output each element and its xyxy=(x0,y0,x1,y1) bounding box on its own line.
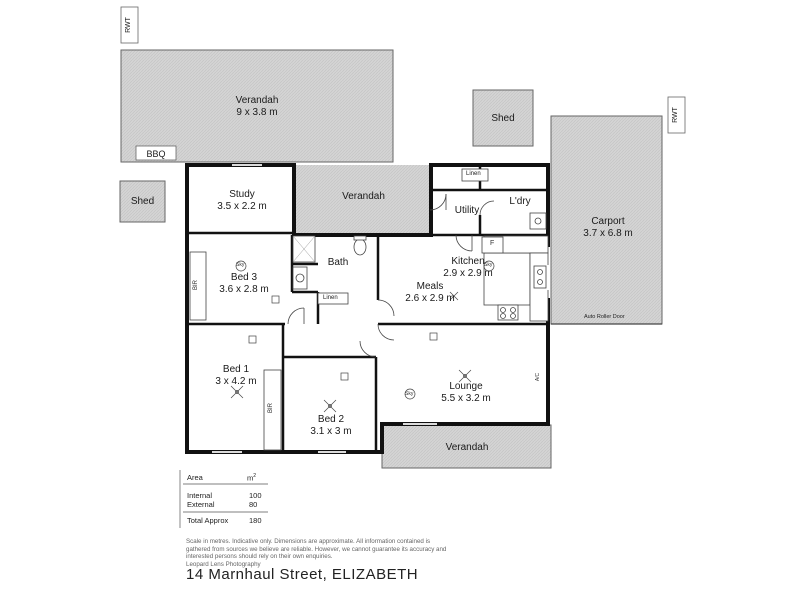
room-size: 9 x 3.8 m xyxy=(236,107,278,118)
bbq-box xyxy=(135,145,177,161)
area-row-internal-value: 100 xyxy=(249,491,262,500)
shed-left-label: Shed xyxy=(130,196,155,207)
rwt-right-box xyxy=(667,96,686,134)
room-name: Study xyxy=(229,189,255,200)
verandah-mid-area xyxy=(294,165,431,235)
area-unit-sup: 2 xyxy=(253,473,257,479)
auto-door-label: Auto Roller Door xyxy=(584,314,625,320)
linen-top-box xyxy=(461,168,489,182)
room-size: 3.5 x 2.2 m xyxy=(217,201,267,212)
area-table-lines xyxy=(179,470,268,528)
area-total-label: Total Approx xyxy=(187,516,229,525)
bir-bed1 xyxy=(263,369,282,451)
shed-right-label: Shed xyxy=(491,113,515,124)
bed3-label: Bed 3 3.6 x 2.8 m xyxy=(206,272,282,296)
meals-label: Meals 2.6 x 2.9 m xyxy=(393,281,467,305)
area-total-value: 180 xyxy=(249,516,262,525)
door-swings xyxy=(287,193,495,358)
ceiling-fixtures xyxy=(230,260,495,413)
fixtures xyxy=(189,168,549,451)
bed1-label: Bed 1 3 x 4.2 m xyxy=(198,364,274,388)
room-size: 2.6 x 2.9 m xyxy=(405,293,455,304)
verandah-back-label: Verandah 9 x 3.8 m xyxy=(221,95,293,119)
area-unit: m xyxy=(247,473,254,483)
bir-bed3 xyxy=(189,251,207,321)
credit: Leopard Lens Photography xyxy=(186,560,261,568)
sky-label-kitchen: Sky xyxy=(484,262,493,268)
room-size: 3.7 x 6.8 m xyxy=(583,228,633,239)
sky-label-lounge: Sky xyxy=(405,391,414,397)
verandah-front-label: Verandah xyxy=(445,442,489,453)
area-row-internal-label: Internal xyxy=(187,491,213,500)
shed-right-area xyxy=(472,89,534,147)
carport-label: Carport 3.7 x 6.8 m xyxy=(566,216,650,240)
bbq-label: BBQ xyxy=(146,149,166,159)
room-name: Lounge xyxy=(449,381,483,392)
room-size: 3 x 4.2 m xyxy=(215,376,257,387)
disclaimer-text: Scale in metres. Indicative only. Dimens… xyxy=(186,538,447,561)
room-name: Bed 1 xyxy=(222,364,250,375)
toilet xyxy=(353,238,367,256)
sink xyxy=(533,265,547,289)
interior-walls xyxy=(187,165,548,452)
room-size: 3.6 x 2.8 m xyxy=(219,284,269,295)
kitchen-label: Kitchen 2.9 x 2.9 m xyxy=(431,256,505,280)
room-name: Meals xyxy=(416,281,444,292)
linen-mid-box xyxy=(317,292,349,305)
fridge-box xyxy=(481,236,504,254)
rwt-left-label: RWT xyxy=(125,17,132,33)
room-name: Verandah xyxy=(235,95,279,106)
area-header-unit: m2 xyxy=(247,473,256,483)
bed2-label: Bed 2 3.1 x 3 m xyxy=(293,414,369,438)
room-name: Kitchen xyxy=(451,256,485,267)
disclaimer: Scale in metres. Indicative only. Dimens… xyxy=(186,538,448,568)
basin xyxy=(295,273,305,283)
room-name: Carport xyxy=(591,216,625,227)
room-size: 3.1 x 3 m xyxy=(310,426,352,437)
window-lines xyxy=(212,164,437,453)
bath-label: Bath xyxy=(327,257,349,268)
bir-bed1-label: BIR xyxy=(268,402,275,414)
sky-label-bed3: Sky xyxy=(236,262,245,268)
rwt-left-box xyxy=(120,6,139,44)
room-size: 5.5 x 3.2 m xyxy=(441,393,491,404)
room-name: Bed 2 xyxy=(317,414,345,425)
shed-left-area xyxy=(119,180,166,223)
ac-label: A/C xyxy=(535,372,542,382)
area-row-external-value: 80 xyxy=(249,500,258,509)
fridge-label: F xyxy=(490,240,495,247)
area-row-external-label: External xyxy=(187,500,215,509)
room-size: 2.9 x 2.9 m xyxy=(443,268,493,279)
study-label: Study 3.5 x 2.2 m xyxy=(200,189,284,213)
verandah-back-area xyxy=(120,49,394,163)
linen-top-label: Linen xyxy=(466,171,481,177)
laundry-label: L'dry xyxy=(509,196,531,207)
address-title: 14 Marnhaul Street, ELIZABETH xyxy=(186,566,419,583)
bir-bed3-label: BIR xyxy=(193,279,200,291)
linen-mid-label: Linen xyxy=(323,295,338,301)
area-header-label: Area xyxy=(187,473,203,482)
utility-label: Utility xyxy=(454,205,480,216)
verandah-mid-label: Verandah xyxy=(342,191,385,202)
room-name: Bed 3 xyxy=(230,272,258,283)
verandah-front-area xyxy=(381,424,552,469)
rwt-right-label: RWT xyxy=(672,107,679,123)
lounge-label: Lounge 5.5 x 3.2 m xyxy=(426,381,506,405)
